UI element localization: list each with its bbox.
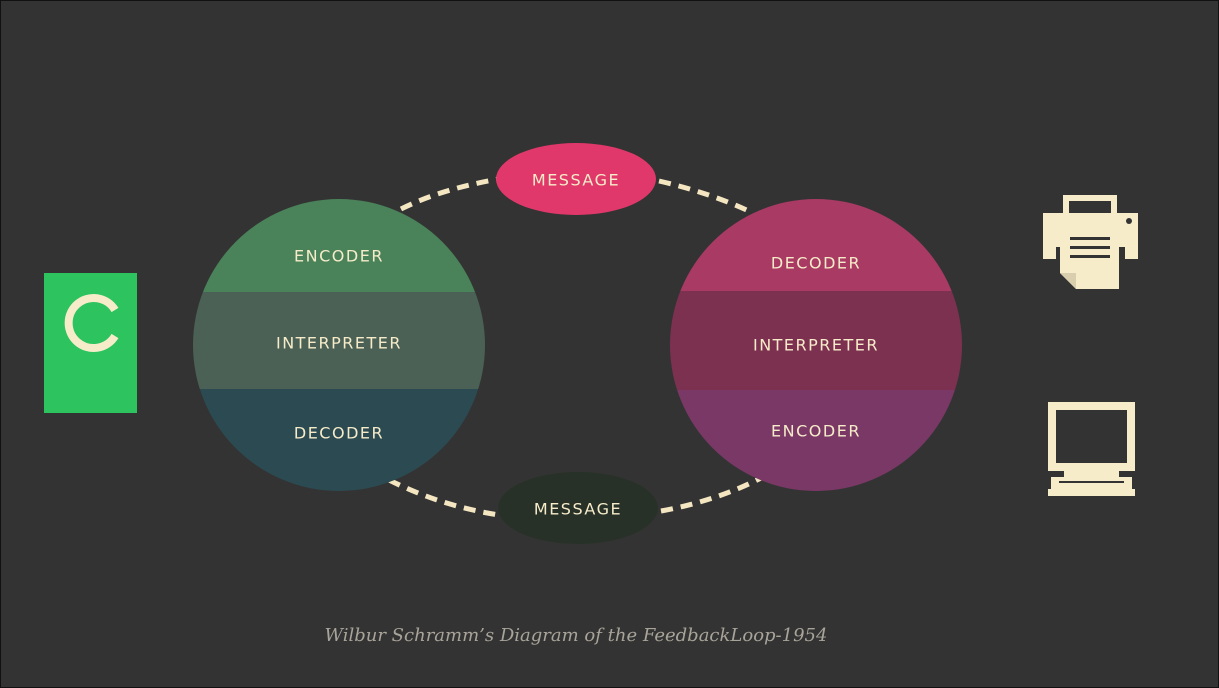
right-interpreter-label: INTERPRETER xyxy=(753,336,879,355)
left-encoder-label: ENCODER xyxy=(294,247,384,266)
logo-panel xyxy=(44,273,137,413)
message-bottom-oval: MESSAGE xyxy=(498,472,658,544)
diagram-caption: Wilbur Schramm’s Diagram of the Feedback… xyxy=(324,625,828,646)
connector-bottom-right xyxy=(660,475,763,514)
left-interpreter-label: INTERPRETER xyxy=(276,334,402,353)
letter-c-logo-icon xyxy=(64,294,119,352)
connector-top-left xyxy=(399,176,500,212)
connector-bottom-left xyxy=(387,477,500,518)
right-encoder-label: ENCODER xyxy=(771,422,861,441)
left-decoder-label: DECODER xyxy=(294,424,384,443)
message-top-label: MESSAGE xyxy=(532,171,620,190)
right-decoder-label: DECODER xyxy=(771,254,861,273)
printer-icon xyxy=(1043,195,1138,289)
message-bottom-label: MESSAGE xyxy=(534,500,622,519)
message-top-oval: MESSAGE xyxy=(496,143,656,215)
computer-monitor-icon xyxy=(1048,402,1135,496)
connector-top-right xyxy=(658,178,755,216)
